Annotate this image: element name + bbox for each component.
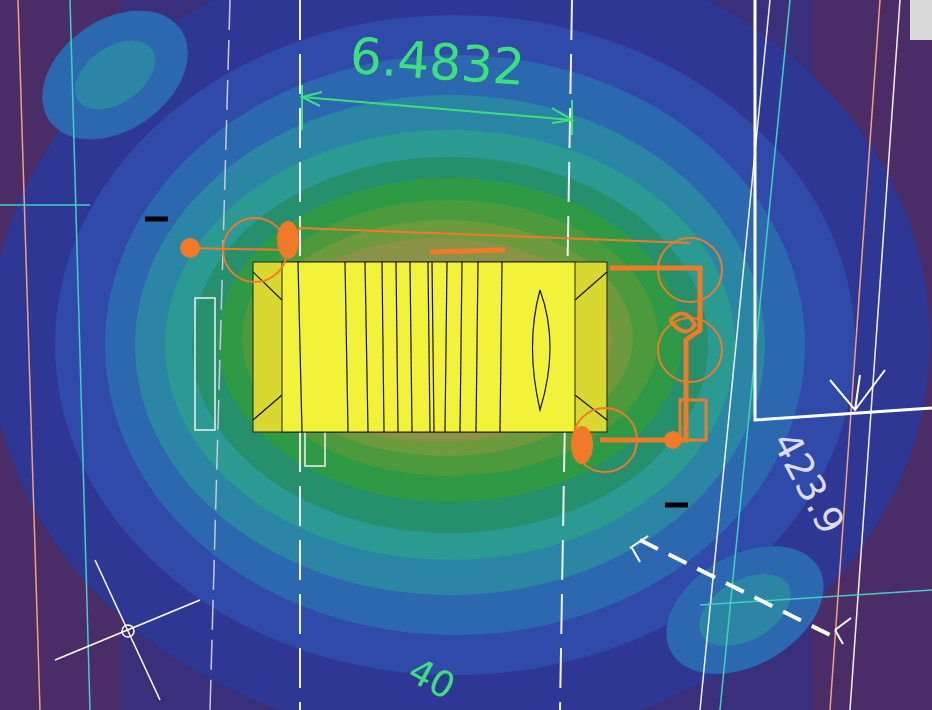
dimension xyxy=(302,85,572,135)
dimension-value: 6.4832 xyxy=(348,27,527,97)
corner xyxy=(910,0,932,40)
tank xyxy=(253,262,607,432)
pipework xyxy=(181,218,722,472)
